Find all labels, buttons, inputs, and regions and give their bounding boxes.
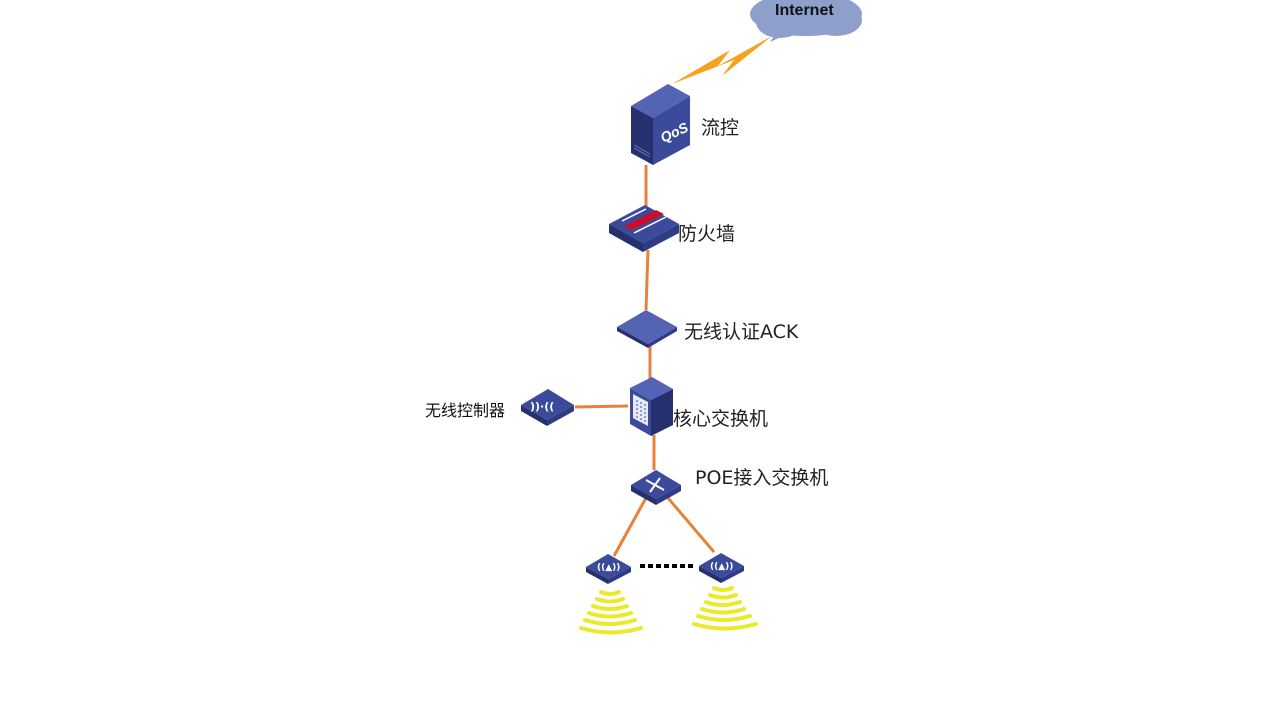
svg-text:((▲)): ((▲)) — [710, 562, 733, 572]
poe-switch-label: POE接入交换机 — [695, 467, 829, 489]
lightning-bolt-icon — [672, 36, 772, 84]
core-switch-icon — [630, 377, 673, 436]
wifi-coverage-1-icon — [579, 590, 643, 635]
auth-device-icon — [617, 310, 677, 348]
firewall-icon — [609, 205, 679, 252]
wireless-controller-label: 无线控制器 — [425, 401, 506, 420]
auth-label: 无线认证ACK — [684, 321, 799, 343]
link-poe-ap1 — [612, 497, 648, 557]
access-point-1-icon: ((▲)) — [586, 554, 631, 584]
link-firewall-auth — [644, 249, 650, 311]
internet-cloud-icon — [750, 0, 862, 42]
links — [574, 165, 716, 557]
svg-text:))·((: ))·(( — [530, 400, 554, 413]
access-point-2-icon: ((▲)) — [699, 553, 744, 583]
link-wlc-core — [574, 404, 629, 409]
qos-label: 流控 — [701, 117, 740, 139]
svg-text:((▲)): ((▲)) — [597, 563, 620, 573]
core-switch-label: 核心交换机 — [673, 408, 769, 430]
poe-switch-icon — [631, 470, 681, 505]
wifi-coverage-2-icon — [692, 586, 758, 631]
internet-label: Internet — [775, 2, 834, 19]
wireless-controller-icon: ))·(( — [521, 389, 574, 426]
qos-server-icon: QoS — [631, 84, 691, 165]
firewall-label: 防火墙 — [678, 223, 736, 245]
link-poe-ap2 — [666, 497, 716, 553]
